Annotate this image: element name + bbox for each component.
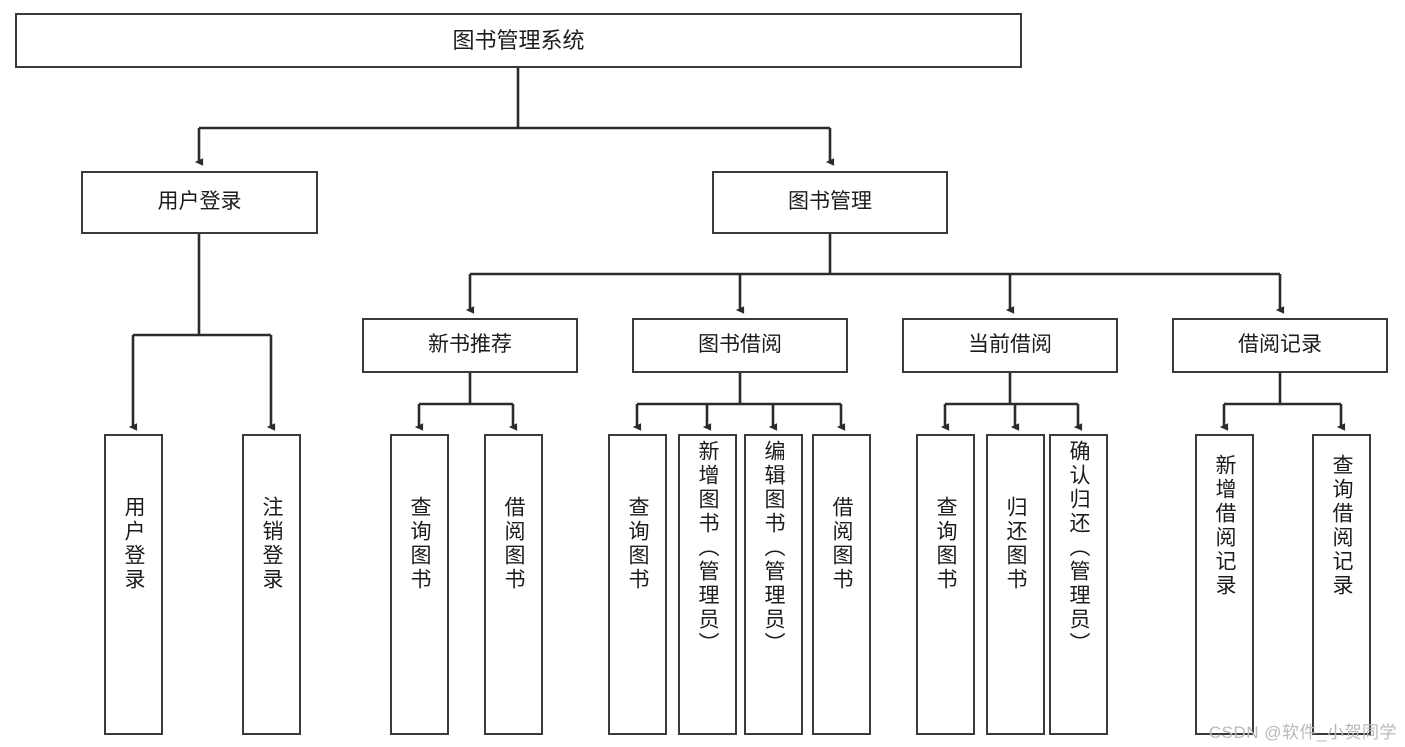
- leaf-borrow-book-1[interactable]: 借阅图书: [484, 434, 543, 735]
- leaf-add-book-label: 新增图书（管理员）: [696, 440, 719, 656]
- leaf-query-book-2-label: 查询图书: [626, 496, 649, 592]
- node-root[interactable]: 图书管理系统: [15, 13, 1022, 68]
- leaf-query-record[interactable]: 查询借阅记录: [1312, 434, 1371, 735]
- node-user-login-label: 用户登录: [157, 190, 242, 214]
- node-user-login[interactable]: 用户登录: [81, 171, 318, 234]
- node-current-borrow[interactable]: 当前借阅: [902, 318, 1118, 373]
- leaf-borrow-book-2[interactable]: 借阅图书: [812, 434, 871, 735]
- leaf-add-book[interactable]: 新增图书（管理员）: [678, 434, 737, 735]
- node-root-label: 图书管理系统: [452, 27, 585, 53]
- leaf-user-login-label: 用户登录: [122, 496, 145, 592]
- node-book-manage-label: 图书管理: [788, 190, 872, 214]
- leaf-return-book-label: 归还图书: [1004, 496, 1027, 592]
- leaf-borrow-book-2-label: 借阅图书: [830, 496, 853, 592]
- node-current-borrow-label: 当前借阅: [968, 333, 1052, 357]
- leaf-logout-label: 注销登录: [260, 496, 283, 592]
- leaf-confirm-return[interactable]: 确认归还（管理员）: [1049, 434, 1108, 735]
- node-book-manage[interactable]: 图书管理: [712, 171, 948, 234]
- leaf-borrow-book-1-label: 借阅图书: [502, 496, 525, 592]
- node-borrow-record-label: 借阅记录: [1238, 333, 1322, 357]
- leaf-confirm-return-label: 确认归还（管理员）: [1067, 440, 1090, 656]
- leaf-query-book-1[interactable]: 查询图书: [390, 434, 449, 735]
- leaf-logout[interactable]: 注销登录: [242, 434, 301, 735]
- node-book-borrow[interactable]: 图书借阅: [632, 318, 848, 373]
- leaf-user-login[interactable]: 用户登录: [104, 434, 163, 735]
- node-new-book-recommend[interactable]: 新书推荐: [362, 318, 578, 373]
- leaf-edit-book-label: 编辑图书（管理员）: [762, 440, 785, 656]
- node-borrow-record[interactable]: 借阅记录: [1172, 318, 1388, 373]
- leaf-query-book-3-label: 查询图书: [934, 496, 957, 592]
- leaf-query-record-label: 查询借阅记录: [1330, 454, 1353, 598]
- watermark: CSDN @软件_小贺同学: [1208, 723, 1397, 742]
- leaf-return-book[interactable]: 归还图书: [986, 434, 1045, 735]
- leaf-query-book-3[interactable]: 查询图书: [916, 434, 975, 735]
- node-book-borrow-label: 图书借阅: [698, 333, 782, 357]
- leaf-add-record-label: 新增借阅记录: [1213, 454, 1236, 598]
- leaf-edit-book[interactable]: 编辑图书（管理员）: [744, 434, 803, 735]
- node-new-book-recommend-label: 新书推荐: [428, 333, 512, 357]
- leaf-add-record[interactable]: 新增借阅记录: [1195, 434, 1254, 735]
- leaf-query-book-1-label: 查询图书: [408, 496, 431, 592]
- leaf-query-book-2[interactable]: 查询图书: [608, 434, 667, 735]
